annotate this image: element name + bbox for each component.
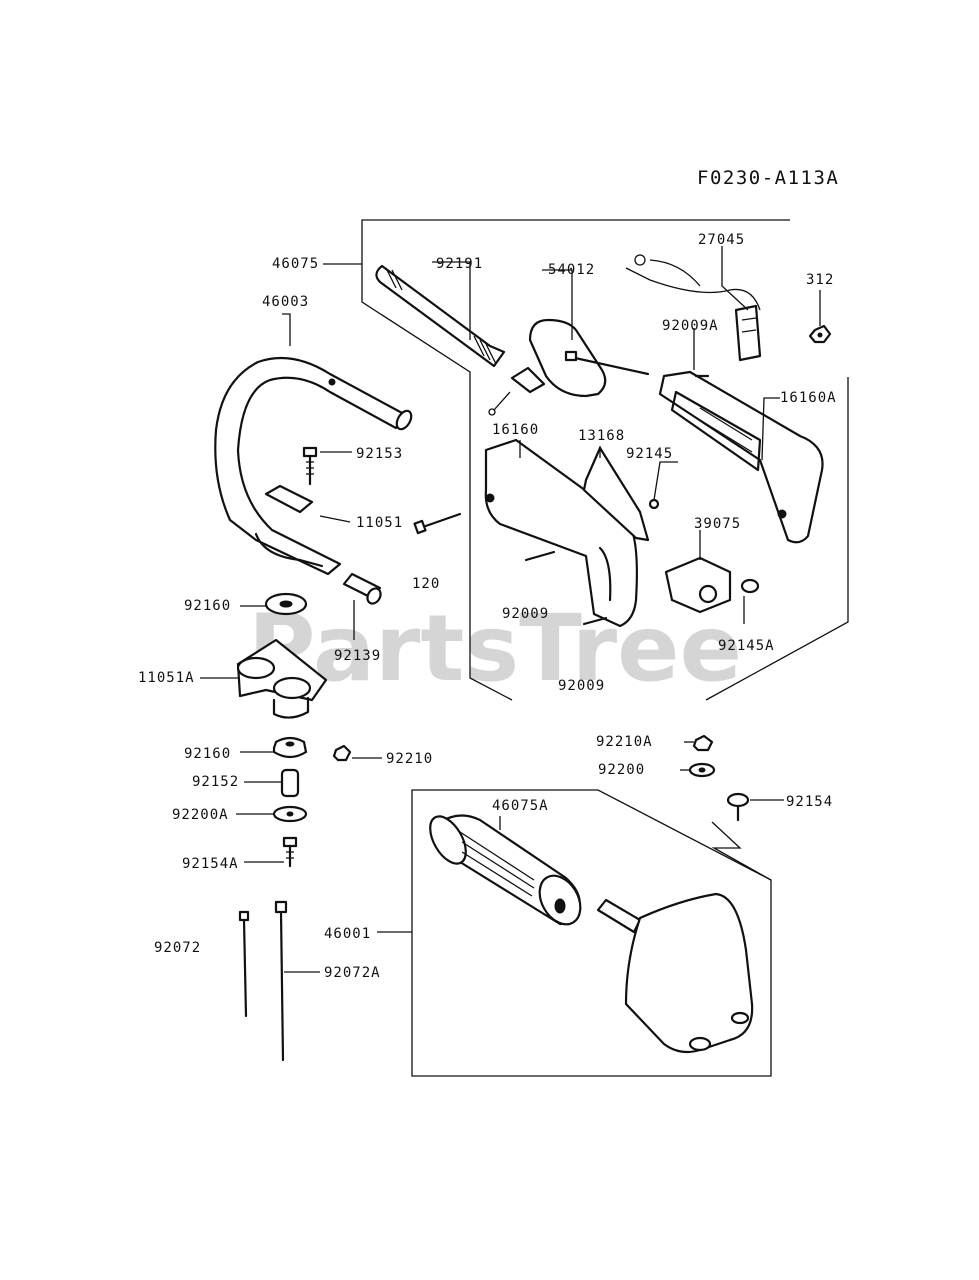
part-label-46075A: 46075A [492, 798, 549, 814]
part-label-46001: 46001 [324, 926, 371, 942]
part-label-92200: 92200 [598, 762, 645, 778]
sleeve-part [280, 768, 300, 798]
part-label-11051A: 11051A [138, 670, 195, 686]
diagram-code: F0230-A113A [697, 167, 839, 189]
clamp-bolt-part [282, 836, 298, 868]
part-label-92191: 92191 [436, 256, 483, 272]
grip-nut-part [692, 734, 714, 752]
part-label-39075: 39075 [694, 516, 741, 532]
assembly-bracket-lines [323, 219, 849, 1077]
part-label-92160-top: 92160 [184, 598, 231, 614]
part-label-92210A: 92210A [596, 734, 653, 750]
part-label-92145A: 92145A [718, 638, 775, 654]
part-label-92200A: 92200A [172, 807, 229, 823]
grip-assembly-part [429, 814, 754, 1054]
part-label-92160-bottom: 92160 [184, 746, 231, 762]
screw-parts [413, 374, 710, 626]
part-label-92153: 92153 [356, 446, 403, 462]
nut-part [808, 324, 832, 344]
part-label-92072: 92072 [154, 940, 201, 956]
loop-handle-part [214, 356, 413, 576]
part-label-92145: 92145 [626, 446, 673, 462]
clamp-nut-part [332, 744, 352, 762]
part-label-54012: 54012 [548, 262, 595, 278]
handle-clamp-part [236, 592, 328, 719]
grip-ridges [459, 831, 535, 897]
bolt-part [302, 446, 318, 486]
part-label-312: 312 [806, 272, 834, 288]
part-label-46003: 46003 [262, 294, 309, 310]
part-label-92009A: 92009A [662, 318, 719, 334]
grip-washer-part [688, 762, 716, 778]
part-label-92154: 92154 [786, 794, 833, 810]
part-label-16160: 16160 [492, 422, 539, 438]
throttle-cable-part [488, 318, 650, 416]
part-label-92009-a: 92009 [502, 606, 549, 622]
part-label-92009-b: 92009 [558, 678, 605, 694]
part-label-16160A: 16160A [780, 390, 837, 406]
lever-housing-part [658, 370, 824, 544]
part-label-11051: 11051 [356, 515, 403, 531]
part-label-92152: 92152 [192, 774, 239, 790]
part-label-27045: 27045 [698, 232, 745, 248]
spring-ring-part [740, 578, 760, 594]
part-label-46075: 46075 [272, 256, 319, 272]
washer-part [272, 805, 308, 823]
part-label-13168: 13168 [578, 428, 625, 444]
part-label-92139: 92139 [334, 648, 381, 664]
threaded-rod-part [375, 264, 506, 368]
watermark-logo: PartsTree [248, 595, 742, 702]
part-label-92154A: 92154A [182, 856, 239, 872]
cable-tie-parts [238, 900, 288, 1062]
spacer-tube-part [342, 572, 382, 605]
rubber-mount-part [272, 736, 308, 759]
part-label-120: 120 [412, 576, 440, 592]
stop-switch-wire-part [625, 254, 762, 362]
part-label-92072A: 92072A [324, 965, 381, 981]
part-labels: 46075 92191 54012 27045 312 46003 92009A… [138, 232, 837, 981]
part-label-92210: 92210 [386, 751, 433, 767]
leader-lines [200, 246, 821, 973]
grip-screw-part [726, 792, 750, 822]
